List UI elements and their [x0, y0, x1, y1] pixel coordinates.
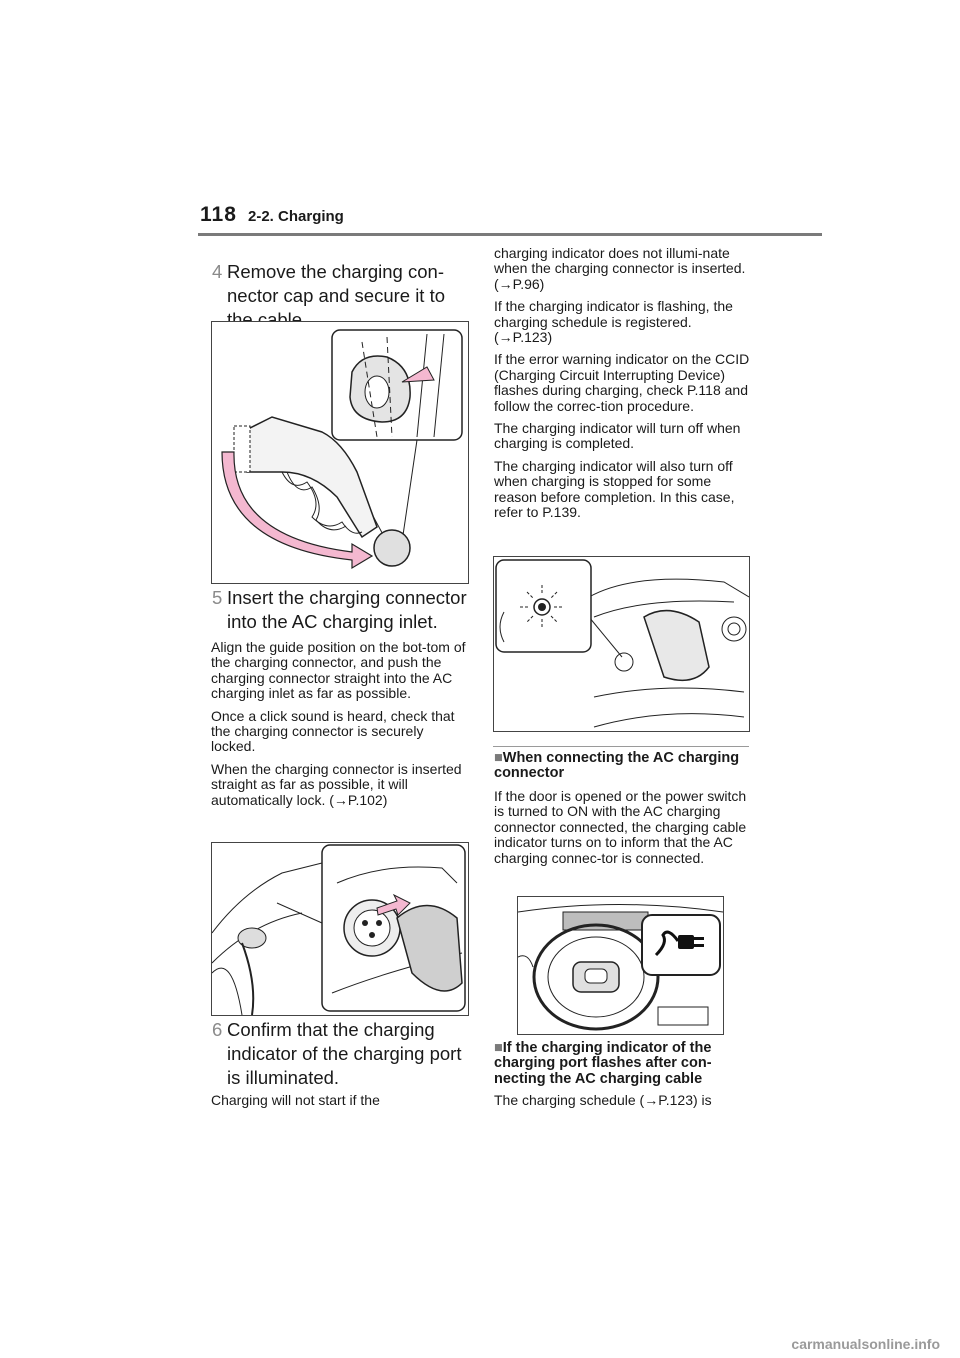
- paragraph: If the error warning indicator on the CC…: [494, 351, 750, 414]
- section-divider: [493, 746, 749, 747]
- connector-cap-figure: [211, 321, 469, 584]
- step-number: 5: [212, 587, 223, 608]
- charging-port-indicator-illustration-icon: [495, 559, 749, 728]
- dashboard-plug-indicator-illustration-icon: [518, 904, 723, 1031]
- watermark: carmanualsonline.info: [791, 1336, 940, 1352]
- section-body-connecting: If the door is opened or the power switc…: [494, 788, 750, 873]
- step-number: 6: [212, 1019, 223, 1040]
- square-bullet-icon: ■: [494, 1040, 503, 1056]
- paragraph: If the charging indicator is flashing, t…: [494, 298, 733, 346]
- paragraph: The charging indicator will turn off whe…: [494, 420, 741, 452]
- section-heading-flashing: ■If the charging indicator of the chargi…: [494, 1040, 750, 1087]
- step-text: Confirm that the charging indicator of t…: [227, 1019, 462, 1088]
- step-6: 6 Confirm that the charging indicator of…: [212, 1018, 468, 1090]
- header-rule: [198, 233, 822, 236]
- step-number: 4: [212, 261, 223, 282]
- paragraph: Align the guide position on the bot-tom …: [211, 639, 466, 702]
- charging-port-indicator-figure: [493, 556, 750, 732]
- square-bullet-icon: ■: [494, 750, 503, 766]
- paragraph: charging indicator does not illumi-nate …: [494, 245, 746, 292]
- paragraph: The charging indicator will also turn of…: [494, 457, 735, 521]
- paragraph: Charging will not start if the: [211, 1092, 380, 1108]
- step-text: Insert the charging connector into the A…: [227, 587, 467, 632]
- paragraph: The charging schedule (→P.123) is: [494, 1092, 712, 1108]
- charging-inlet-figure: [211, 842, 469, 1016]
- paragraph: When the charging connector is inserted …: [211, 760, 462, 808]
- page-number: 118: [200, 203, 237, 226]
- step-6-body: Charging will not start if the: [211, 1092, 469, 1115]
- charging-inlet-illustration-icon: [212, 844, 466, 1015]
- right-column-text: charging indicator does not illumi-nate …: [494, 245, 750, 528]
- dashboard-indicator-figure: [517, 896, 724, 1035]
- section-title: 2-2. Charging: [248, 208, 344, 225]
- section-body-flashing: The charging schedule (→P.123) is: [494, 1092, 750, 1115]
- section-heading-connecting: ■When connecting the AC charging connect…: [494, 750, 750, 782]
- paragraph: If the door is opened or the power switc…: [494, 788, 747, 866]
- step-5: 5 Insert the charging connector into the…: [212, 586, 468, 634]
- heading-text: If the charging indicator of the chargin…: [494, 1040, 712, 1087]
- step-5-body: Align the guide position on the bot-tom …: [211, 639, 469, 815]
- connector-cap-illustration-icon: [221, 329, 463, 570]
- heading-text: When connecting the AC charging connecto…: [494, 750, 740, 782]
- paragraph: Once a click sound is heard, check that …: [211, 707, 455, 755]
